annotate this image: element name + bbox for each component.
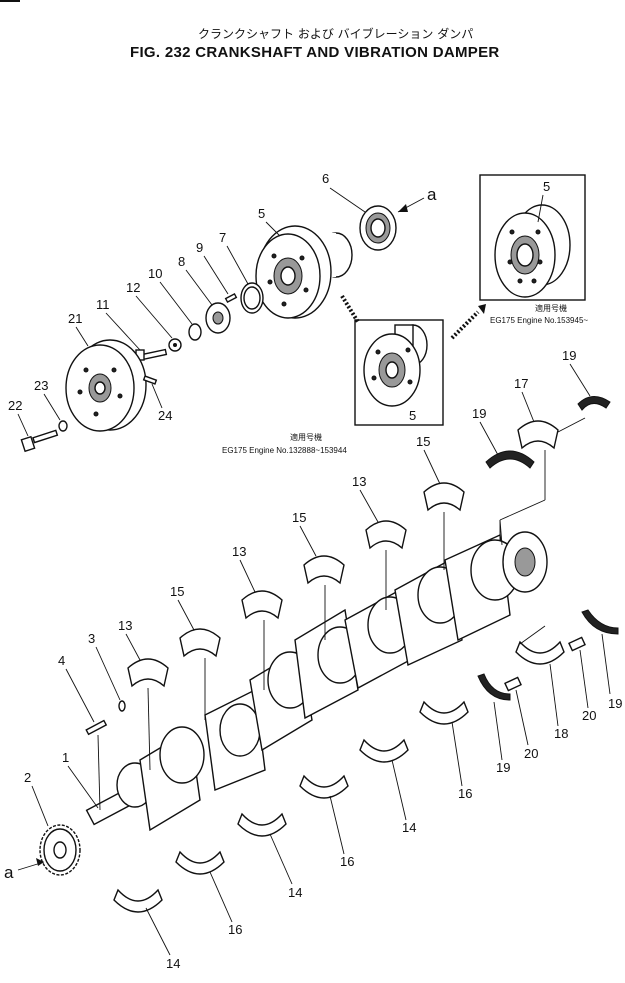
callout-18: 18 [554, 726, 568, 741]
callout-19d: 19 [608, 696, 622, 711]
variant-upper-label: 適用号機 [535, 303, 567, 313]
callout-5-upper: 5 [543, 179, 550, 194]
upper-bearing-17 [517, 420, 559, 450]
lower-bearing-18 [515, 640, 565, 665]
callout-10: 10 [148, 266, 162, 281]
callout-4: 4 [58, 653, 65, 668]
callout-5-lower: 5 [409, 408, 416, 423]
lower-bearing-14b [237, 812, 287, 837]
lower-bearing-16c [419, 700, 469, 725]
callout-8: 8 [178, 254, 185, 269]
callout-9: 9 [196, 240, 203, 255]
damper-hub-variant-lower [363, 324, 428, 407]
callout-19a: 19 [472, 406, 486, 421]
callout-16b: 16 [340, 854, 354, 869]
lower-bearing-14a [113, 888, 163, 913]
callout-20b: 20 [582, 708, 596, 723]
dowel-20a [504, 676, 522, 692]
variant-lower-engine: EG175 Engine No.132888~153944 [222, 446, 347, 455]
variant-arrow-lower [340, 294, 360, 324]
damper-pin [142, 375, 158, 385]
variant-box-lower [354, 319, 444, 426]
dowel-pin [224, 292, 238, 304]
washer-ring [188, 323, 202, 341]
upper-bearing-13b [241, 590, 283, 620]
vibration-damper-hub [255, 225, 353, 319]
callout-15a: 15 [170, 584, 184, 599]
variant-arrow-upper [450, 310, 480, 340]
callout-24: 24 [158, 408, 172, 423]
callout-14c: 14 [402, 820, 416, 835]
callout-15c: 15 [416, 434, 430, 449]
upper-bearing-15a [179, 628, 221, 658]
ref-a-top: a [427, 185, 437, 204]
thrust-washer-upper-b [577, 396, 611, 411]
variant-lower-label: 適用号機 [290, 432, 322, 442]
title-japanese: クランクシャフト および バイブレーション ダンパ [198, 26, 473, 41]
callout-19c: 19 [496, 760, 510, 775]
dowel-20b [568, 636, 586, 652]
callout-2: 2 [24, 770, 31, 785]
lower-bearing-14c [359, 738, 409, 763]
callout-7: 7 [219, 230, 226, 245]
upper-bearing-13c [365, 520, 407, 550]
vibration-damper [65, 339, 147, 432]
ref-a-bottom: a [4, 863, 14, 882]
figure-title: FIG. 232 CRANKSHAFT AND VIBRATION DAMPER [130, 44, 500, 61]
callout-15b: 15 [292, 510, 306, 525]
key-pin [118, 700, 126, 712]
front-seal [359, 205, 397, 251]
hub-bolt [135, 348, 168, 361]
thrust-washer-lower-a [477, 673, 511, 701]
lower-bearing-16b [299, 774, 349, 799]
crank-gear [39, 824, 81, 876]
damper-bolt [20, 429, 59, 453]
corner-mark [0, 0, 20, 2]
callout-21: 21 [68, 311, 82, 326]
callout-13b: 13 [232, 544, 246, 559]
lower-bearing-16a [175, 850, 225, 875]
thrust-washer-lower-b [581, 609, 619, 635]
callout-14a: 14 [166, 956, 180, 971]
callout-5: 5 [258, 206, 265, 221]
callout-20a: 20 [524, 746, 538, 761]
collar [205, 302, 231, 334]
callout-13c: 13 [352, 474, 366, 489]
thrust-washer-upper-a [485, 450, 535, 469]
pin-4 [85, 719, 108, 736]
upper-bearing-15c [423, 482, 465, 512]
callout-11: 11 [96, 297, 110, 312]
damper-washer [58, 420, 68, 432]
callout-16c: 16 [458, 786, 472, 801]
variant-upper-engine: EG175 Engine No.153945~ [490, 316, 588, 325]
callout-1: 1 [62, 750, 69, 765]
callout-22: 22 [8, 398, 22, 413]
callout-3: 3 [88, 631, 95, 646]
upper-bearing-15b [303, 555, 345, 585]
callout-17: 17 [514, 376, 528, 391]
callout-19b: 19 [562, 348, 576, 363]
crankshaft [85, 531, 548, 832]
damper-hub-variant-upper [494, 204, 571, 298]
callout-13a: 13 [118, 618, 132, 633]
callout-16a: 16 [228, 922, 242, 937]
callout-12: 12 [126, 280, 140, 295]
callout-14b: 14 [288, 885, 302, 900]
callout-6: 6 [322, 171, 329, 186]
callout-23: 23 [34, 378, 48, 393]
upper-bearing-13a [127, 658, 169, 688]
variant-box-upper [479, 174, 586, 301]
